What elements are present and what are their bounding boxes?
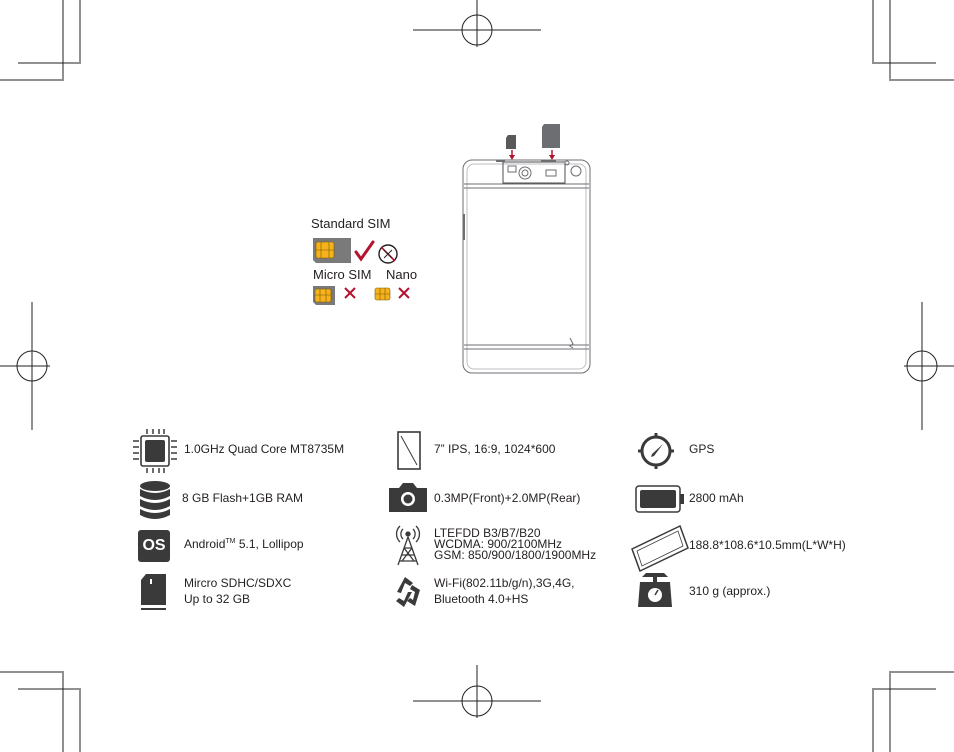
trademark: TM: [225, 538, 236, 545]
tablet-body: [462, 159, 591, 374]
nano-sim-icon: [374, 287, 391, 301]
display-screen-icon: [397, 431, 421, 470]
no-cutting-icon: [378, 244, 398, 264]
os-version: 5.1, Lollipop: [235, 537, 304, 551]
spec-network-line3: GSM: 850/900/1800/1900MHz: [434, 548, 597, 562]
check-icon: [354, 240, 375, 262]
standard-sim-label: Standard SIM: [311, 216, 391, 231]
micro-sim-icon: [313, 286, 335, 305]
spec-sd-line2: Up to 32 GB: [184, 592, 251, 606]
weight-scale-icon: [638, 573, 672, 607]
os-name: Android: [184, 537, 226, 551]
spec-network-line2: WCDMA: 900/2100MHz: [434, 537, 563, 551]
cpu-chip-icon: [133, 429, 177, 473]
wireless-sync-icon: [396, 577, 420, 607]
spec-weight: 310 g (approx.): [689, 584, 771, 598]
battery-icon: [635, 485, 684, 513]
os-badge-label: OS: [142, 537, 166, 554]
spec-cpu: 1.0GHz Quad Core MT8735M: [184, 442, 345, 456]
storage-database-icon: [140, 481, 170, 519]
os-badge-icon: [138, 530, 170, 562]
camera-icon: [389, 483, 427, 512]
sd-card-icon: [141, 574, 166, 610]
spec-battery: 2800 mAh: [689, 491, 744, 505]
spec-camera: 0.3MP(Front)+2.0MP(Rear): [434, 491, 581, 505]
sim-card-insert-arrows: [506, 124, 560, 160]
micro-sim-label: Micro SIM: [313, 267, 372, 282]
cross-icon: [398, 287, 410, 299]
gps-compass-icon: [638, 433, 674, 469]
tablet-dimensions-icon: [631, 524, 689, 573]
spec-dimensions: 188.8*108.6*10.5mm(L*W*H): [689, 538, 846, 552]
standard-sim-icon: [313, 238, 351, 263]
spec-os: AndroidTM 5.1, Lollipop: [184, 538, 304, 551]
spec-storage: 8 GB Flash+1GB RAM: [182, 491, 304, 505]
spec-network-line1: LTEFDD B3/B7/B20: [434, 526, 541, 540]
nano-sim-label: Nano: [386, 267, 418, 282]
signal-tower-icon: [395, 525, 421, 566]
spec-sd-line1: Mircro SDHC/SDXC: [184, 576, 292, 590]
spec-wireless-line1: Wi-Fi(802.11b/g/n),3G,4G,: [434, 576, 575, 590]
cross-icon: [344, 287, 356, 299]
spec-gps: GPS: [689, 442, 715, 456]
spec-display: 7” IPS, 16:9, 1024*600: [434, 442, 556, 456]
spec-wireless-line2: Bluetooth 4.0+HS: [434, 592, 529, 606]
